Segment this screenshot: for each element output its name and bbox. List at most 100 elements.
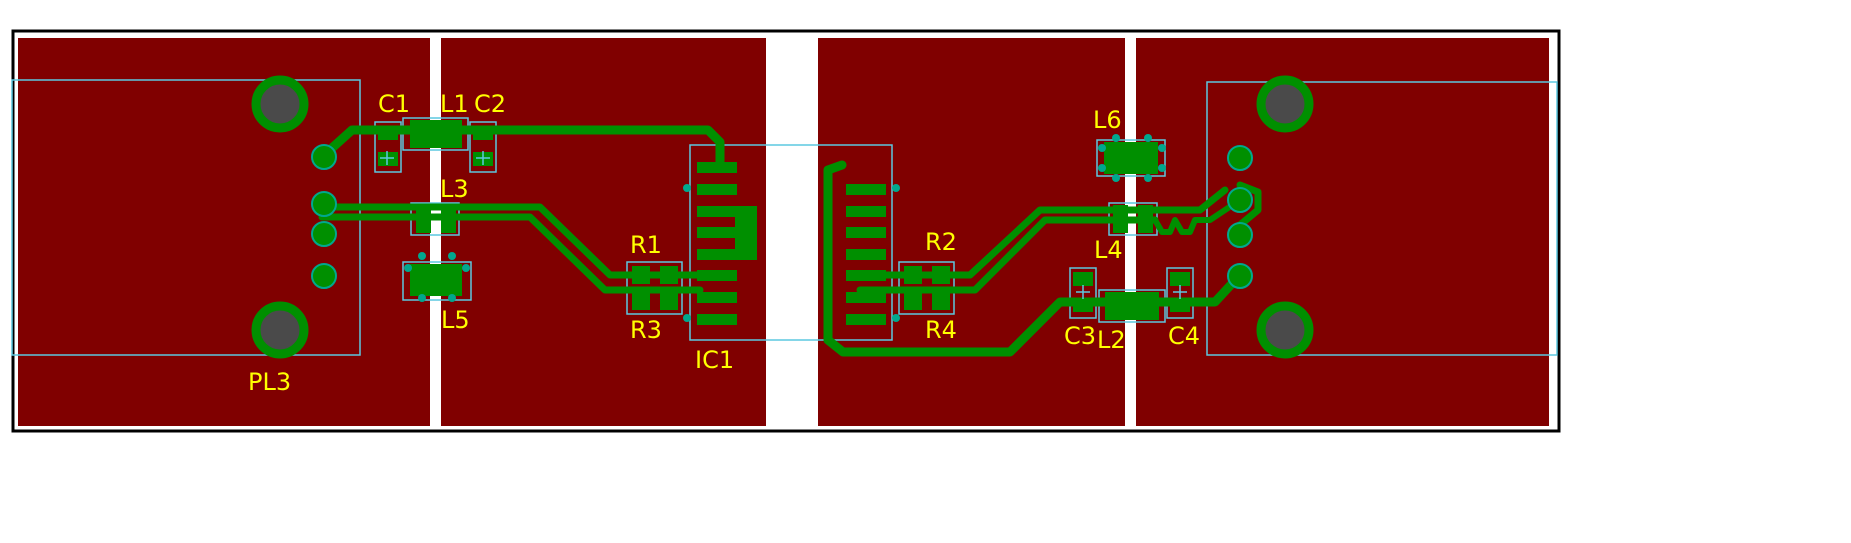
silkscreen-labels: PL3 C1 L1 C2 L3 L5 R1 R3 IC1 R2 R4 L6 L4… xyxy=(248,90,1200,396)
label-c3: C3 xyxy=(1064,322,1096,350)
r2-pad-b xyxy=(932,266,950,284)
right-pin-4 xyxy=(1227,263,1253,289)
c1-pad-a xyxy=(378,126,398,140)
via xyxy=(418,294,426,302)
l4-pad-a xyxy=(1113,205,1128,233)
pl3-pin-3 xyxy=(311,221,337,247)
via xyxy=(683,314,691,322)
c1-outline xyxy=(374,121,402,173)
ic1-pad-12 xyxy=(846,249,886,260)
right-pin-2 xyxy=(1227,187,1253,213)
c4-outline xyxy=(1166,267,1194,319)
via xyxy=(1144,134,1152,142)
copper-pours xyxy=(18,38,1549,426)
ic1-pad-5 xyxy=(697,249,737,260)
via xyxy=(448,252,456,260)
ic1-pad-11 xyxy=(846,227,886,238)
via xyxy=(1158,144,1166,152)
via xyxy=(462,264,470,272)
trace-d-right-2 xyxy=(856,216,1159,294)
via xyxy=(404,264,412,272)
via xyxy=(418,252,426,260)
r3-pad-b xyxy=(660,292,678,310)
via xyxy=(1112,134,1120,142)
ic1-pad-1 xyxy=(697,162,737,173)
via xyxy=(1112,174,1120,182)
copper-pour-4 xyxy=(1136,38,1549,426)
label-l2: L2 xyxy=(1097,326,1126,354)
label-ic1: IC1 xyxy=(695,346,734,374)
via xyxy=(892,184,900,192)
vias xyxy=(404,134,1166,322)
r4-pad-a xyxy=(904,292,922,310)
right-mount-hole-bottom xyxy=(1256,301,1314,359)
r2-pad-a xyxy=(904,266,922,284)
trace-meander xyxy=(1152,197,1243,235)
via xyxy=(448,294,456,302)
ic1-pad-2 xyxy=(697,184,737,195)
label-c1: C1 xyxy=(378,90,410,118)
connector-pins xyxy=(311,144,1253,289)
ic1-pad-8 xyxy=(697,314,737,325)
l6-outline xyxy=(1096,139,1166,177)
label-r3: R3 xyxy=(630,316,662,344)
l4-pad-b xyxy=(1138,205,1153,233)
l2-body xyxy=(1105,292,1159,320)
ic1-pad-link xyxy=(735,206,757,260)
via xyxy=(1144,174,1152,182)
label-l3: L3 xyxy=(440,175,469,203)
via xyxy=(683,184,691,192)
ic1-pad-15 xyxy=(846,314,886,325)
l6-body xyxy=(1104,142,1158,174)
l5-body xyxy=(410,264,462,296)
c4-pad-a xyxy=(1170,272,1190,286)
c3-pad-b xyxy=(1073,298,1093,312)
c2-pad-a xyxy=(473,126,493,140)
pl3-mount-hole-bottom xyxy=(251,301,309,359)
c3-pad-a xyxy=(1073,272,1093,286)
board-outline xyxy=(11,29,1561,433)
ic1-pad-4 xyxy=(697,227,737,238)
c1-pad-b xyxy=(378,152,398,166)
r4-pad-b xyxy=(932,292,950,310)
ic1-pad-9 xyxy=(846,184,886,195)
trace-vin xyxy=(317,125,725,167)
ic1-pad-13 xyxy=(846,270,886,281)
l3-pad-b xyxy=(441,205,456,233)
c4-pad-b xyxy=(1170,298,1190,312)
label-pl3: PL3 xyxy=(248,368,291,396)
pl3-pin-1 xyxy=(311,144,337,170)
l1-body xyxy=(410,120,462,148)
ic1-outline xyxy=(689,144,893,341)
via xyxy=(892,314,900,322)
label-l4: L4 xyxy=(1094,236,1123,264)
via xyxy=(1098,164,1106,172)
l5-outline xyxy=(402,261,472,301)
label-r2: R2 xyxy=(925,228,957,256)
pl3-pin-4 xyxy=(311,263,337,289)
ic1-pads xyxy=(697,162,886,325)
pl3-pin-2 xyxy=(311,191,337,217)
via xyxy=(1098,144,1106,152)
ic1-pad-6 xyxy=(697,270,737,281)
c2-outline xyxy=(469,121,497,173)
label-l6: L6 xyxy=(1093,106,1122,134)
ic1-pad-10 xyxy=(846,206,886,217)
polarity-marks xyxy=(380,151,1187,299)
label-c4: C4 xyxy=(1168,322,1200,350)
trace-shield-right xyxy=(1236,181,1262,229)
mounting-holes xyxy=(251,75,1314,359)
pl3-mount-hole-top xyxy=(251,75,309,133)
right-mount-hole-top xyxy=(1256,75,1314,133)
r1-pad-a xyxy=(632,266,650,284)
label-l5: L5 xyxy=(441,306,470,334)
ic1-pad-14 xyxy=(846,292,886,303)
ic1-pad-3 xyxy=(697,206,737,217)
r3-pad-a xyxy=(632,292,650,310)
c3-outline xyxy=(1069,267,1097,319)
label-r1: R1 xyxy=(630,231,662,259)
label-c2: C2 xyxy=(474,90,506,118)
copper-pour-1 xyxy=(18,38,430,426)
l3-pad-a xyxy=(416,205,431,233)
